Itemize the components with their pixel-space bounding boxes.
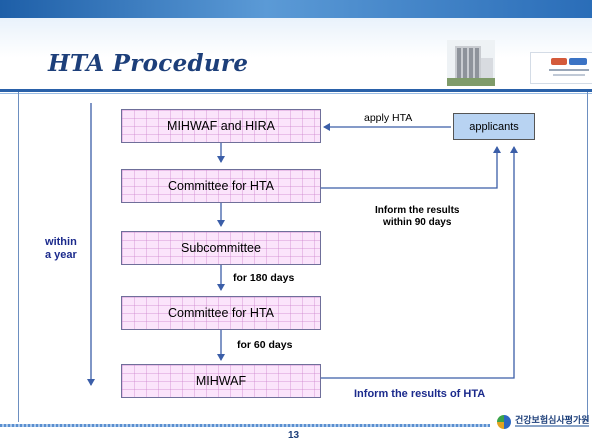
inform-results-90-label: Inform the results within 90 days xyxy=(375,205,459,229)
header-divider xyxy=(0,89,592,92)
inform-results-90-line1: Inform the results xyxy=(375,205,460,216)
footer-line xyxy=(0,424,490,427)
for-180-days-label: for 180 days xyxy=(233,272,295,284)
apply-hta-label: apply HTA xyxy=(364,112,413,124)
page-number: 13 xyxy=(288,430,300,441)
slide-title: HTA Procedure xyxy=(48,50,249,77)
right-guide-line xyxy=(587,92,588,422)
inform-results-of-hta-label: Inform the results of HTA xyxy=(354,388,486,400)
hira-logo-card xyxy=(530,52,592,84)
footer-logo-subline xyxy=(515,425,589,427)
box-subcommittee: Subcommittee xyxy=(121,231,321,265)
header-divider-thin xyxy=(0,93,592,94)
box-mihwaf-and-hira: MIHWAF and HIRA xyxy=(121,109,321,143)
header-top-strip xyxy=(0,0,592,18)
building-photo xyxy=(447,40,495,86)
box-committee-for-hta-1: Committee for HTA xyxy=(121,169,321,203)
for-60-days-label: for 60 days xyxy=(237,339,293,351)
box-mihwaf: MIHWAF xyxy=(121,364,321,398)
box-applicants: applicants xyxy=(453,113,535,140)
within-line2: a year xyxy=(45,249,77,261)
inform-results-90-line2: within 90 days xyxy=(383,217,452,228)
box-committee-for-hta-2: Committee for HTA xyxy=(121,296,321,330)
within-a-year-label: within a year xyxy=(45,236,77,262)
within-line1: within xyxy=(45,236,77,248)
left-guide-line xyxy=(18,92,19,422)
hira-logo-icon xyxy=(497,415,511,429)
footer-logo-text: 건강보험심사평가원 xyxy=(515,415,590,425)
